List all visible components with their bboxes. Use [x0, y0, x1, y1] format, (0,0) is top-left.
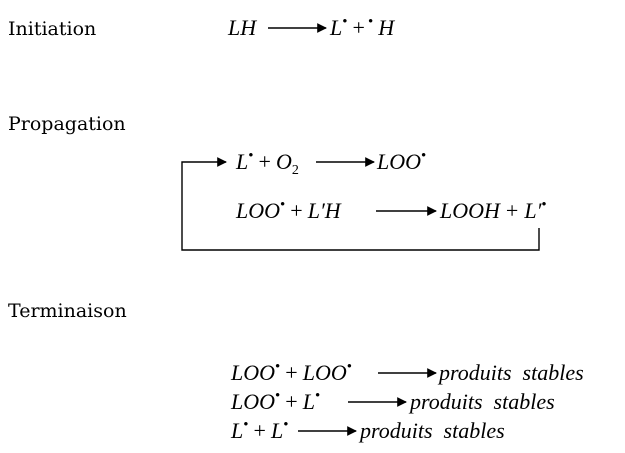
radical-dot: •	[421, 148, 426, 164]
product-l: L	[329, 15, 342, 40]
product-looh: LOOH	[439, 198, 501, 223]
product-stable: produits stables	[437, 360, 584, 385]
product-loo-radical: LOO	[376, 149, 421, 174]
svg-text:LOO•+L′H: LOO• +L′H	[235, 197, 342, 223]
reactant-l-radical: L	[270, 418, 283, 443]
radical-dot: •	[275, 388, 280, 404]
plus-sign: +	[506, 198, 518, 223]
product-h: H	[377, 15, 395, 40]
plus-sign: +	[353, 15, 365, 40]
reactant-lh: LH	[227, 15, 257, 40]
product-stable: produits stables	[358, 418, 505, 443]
reactant-loo-radical: LOO	[230, 389, 275, 414]
radical-dot: •	[283, 417, 288, 433]
svg-text:LOOH+L′•: LOOH+L′•	[439, 197, 547, 223]
section-label-initiation: Initiation	[8, 18, 96, 40]
plus-sign: +	[254, 418, 266, 443]
svg-text:produits stables: produits stables	[437, 360, 584, 385]
radical-dot: •	[275, 359, 280, 375]
svg-text:LOO•: LOO•	[376, 148, 426, 174]
reactant-l-radical: L	[235, 149, 248, 174]
radical-dot: •	[315, 388, 320, 404]
svg-text:produits stables: produits stables	[358, 418, 505, 443]
cycle-arrow	[181, 157, 540, 251]
product-stable: produits stables	[408, 389, 555, 414]
svg-text:LOO•+LOO•: LOO•+LOO•	[230, 359, 352, 385]
radical-dot: •	[280, 197, 285, 213]
reactant-loo-radical: LOO	[235, 198, 280, 223]
radical-dot: •	[368, 14, 373, 30]
svg-text:L•+O2: L• +O2	[235, 148, 299, 178]
radical-dot: •	[243, 417, 248, 433]
plus-sign: +	[290, 198, 302, 223]
section-label-termination: Terminaison	[8, 300, 127, 322]
svg-text:LH: LH	[227, 15, 257, 40]
oxygen-subscript: 2	[292, 163, 299, 178]
reaction-termination-3: L•+L• produits stables	[230, 417, 505, 443]
plus-sign: +	[285, 360, 297, 385]
radical-dot: •	[248, 148, 253, 164]
reactant-loo-radical: LOO	[302, 360, 347, 385]
reaction-termination-1: LOO•+LOO• produits stables	[230, 359, 584, 385]
reactant-oxygen: O	[276, 149, 292, 174]
svg-text:produits stables: produits stables	[408, 389, 555, 414]
reaction-propagation-2: LOO•+L′H LOOH+L′•	[235, 197, 547, 223]
radical-dot: •	[541, 197, 546, 213]
plus-sign: +	[259, 149, 271, 174]
reaction-termination-2: LOO•+L• produits stables	[230, 388, 555, 414]
radical-dot: •	[342, 14, 347, 30]
section-label-propagation: Propagation	[8, 113, 126, 135]
reactant-loo-radical: LOO	[230, 360, 275, 385]
reaction-propagation-1: L•+O2 LOO•	[235, 148, 426, 178]
product-l-prime-radical: L′	[523, 198, 542, 223]
svg-text:L•+L•: L•+L•	[230, 417, 288, 443]
reaction-initiation: LH L•+•H	[227, 14, 395, 40]
svg-text:L•+•H: L•+•H	[329, 14, 395, 40]
propagation-cycle	[181, 157, 540, 251]
radical-dot: •	[347, 359, 352, 375]
reactant-l-radical: L	[230, 418, 243, 443]
svg-text:LOO•+L•: LOO•+L•	[230, 388, 320, 414]
reactant-l-radical: L	[302, 389, 315, 414]
plus-sign: +	[285, 389, 297, 414]
reactant-lipid-lh: L′H	[307, 198, 342, 223]
